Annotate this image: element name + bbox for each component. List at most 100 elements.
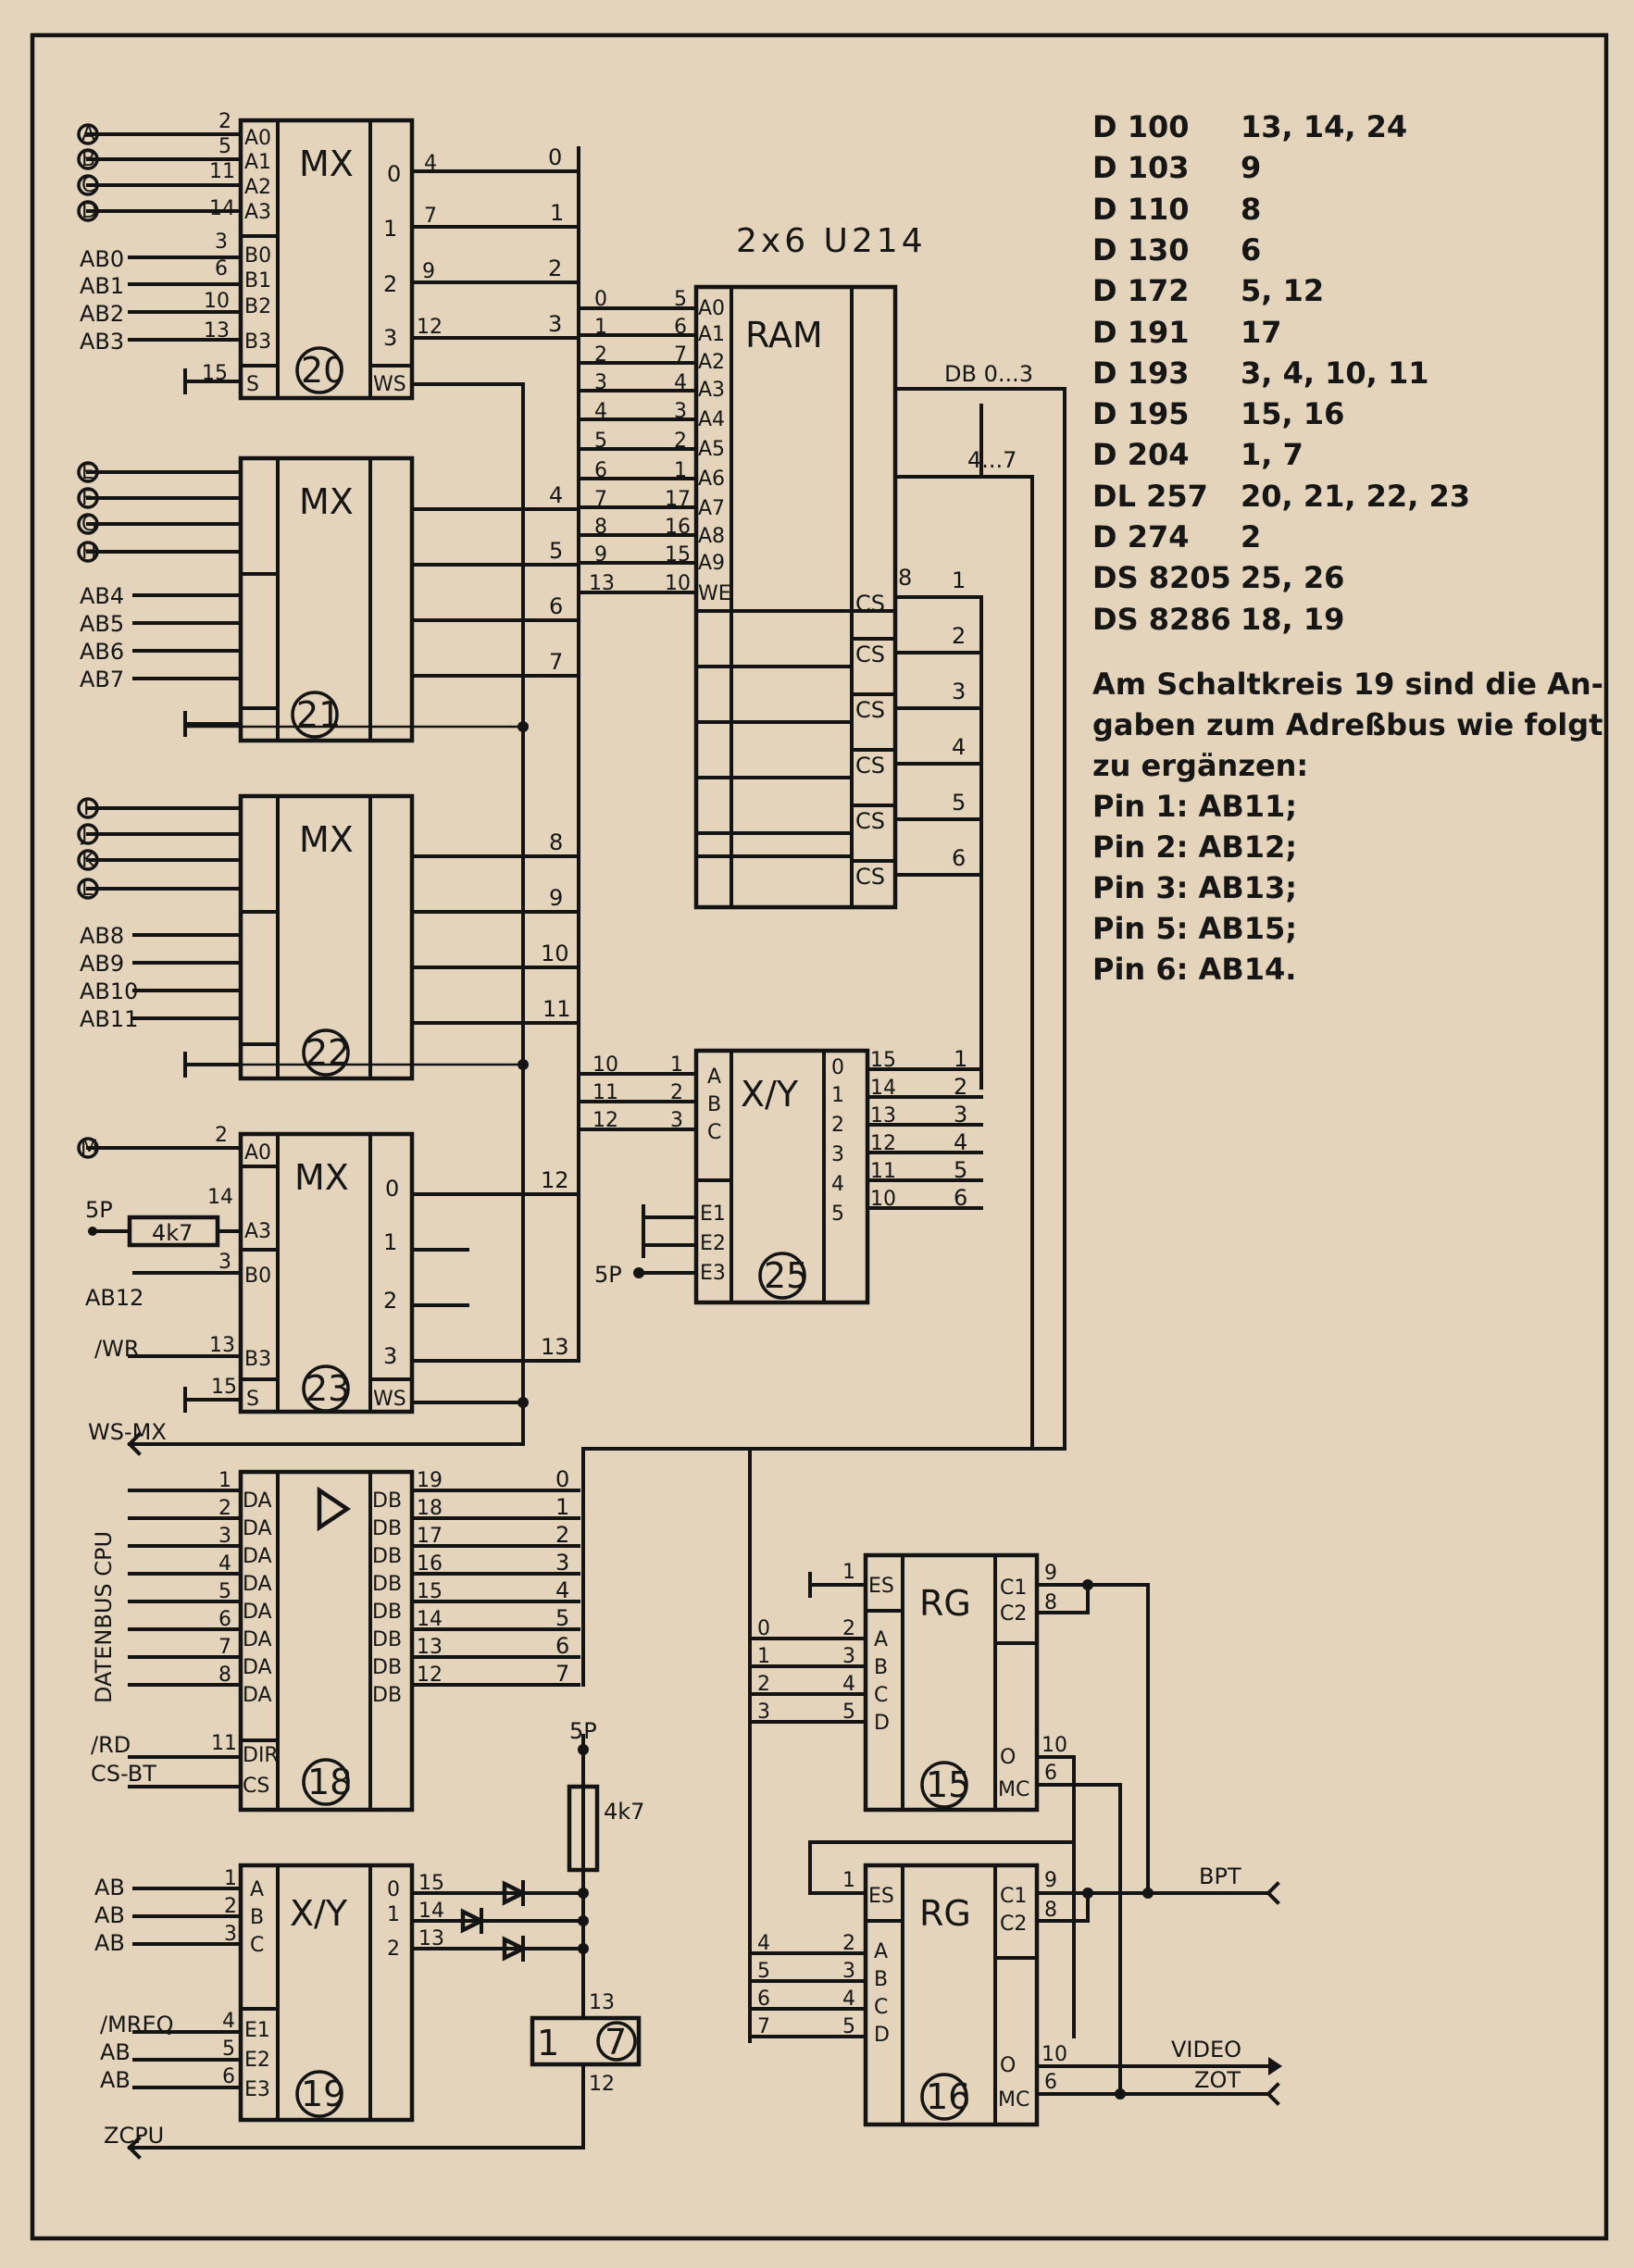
- legend-type: D 110: [1092, 192, 1190, 227]
- input-M: M: [81, 1137, 98, 1160]
- svg-text:S: S: [246, 373, 259, 396]
- output-video: VIDEO: [1171, 2037, 1241, 2062]
- svg-text:5: 5: [757, 1960, 770, 1983]
- svg-text:A0: A0: [244, 1141, 271, 1165]
- svg-text:0: 0: [548, 144, 562, 170]
- label-rd: /RD: [91, 1732, 131, 1758]
- legend-type: D 274: [1092, 519, 1190, 555]
- svg-text:4: 4: [842, 1673, 855, 1696]
- svg-text:0: 0: [387, 161, 401, 187]
- input-J: J: [80, 823, 88, 846]
- svg-text:2: 2: [674, 430, 687, 453]
- label-ab: AB: [100, 2067, 131, 2093]
- svg-text:A2: A2: [698, 351, 725, 374]
- legend-chips: 15, 16: [1241, 396, 1344, 431]
- svg-text:12: 12: [592, 1109, 618, 1132]
- databus-cpu-label: DATENBUS CPU: [91, 1531, 117, 1703]
- svg-text:1: 1: [594, 316, 607, 339]
- svg-text:1: 1: [757, 1645, 770, 1668]
- svg-text:10: 10: [592, 1053, 618, 1077]
- svg-text:3: 3: [218, 1525, 231, 1548]
- svg-text:10: 10: [665, 572, 691, 595]
- note-pin-6: Pin 6: AB14.: [1092, 952, 1296, 987]
- svg-text:0: 0: [757, 1617, 770, 1640]
- xy-label: X/Y: [741, 1074, 799, 1115]
- input-C: C: [81, 174, 95, 197]
- legend-type: D 172: [1092, 273, 1190, 308]
- svg-text:WE: WE: [698, 582, 731, 605]
- label-mreq: /MREQ: [100, 2012, 174, 2037]
- svg-text:DA: DA: [243, 1517, 272, 1540]
- svg-text:C: C: [874, 1996, 888, 2019]
- svg-text:C2: C2: [1000, 1913, 1027, 1936]
- svg-text:1: 1: [218, 1469, 231, 1492]
- input-A: A: [81, 123, 95, 146]
- svg-text:A: A: [874, 1628, 888, 1651]
- svg-text:ES: ES: [868, 1575, 894, 1598]
- svg-text:7: 7: [594, 488, 607, 511]
- svg-text:DA: DA: [243, 1656, 272, 1679]
- inverter-label: 1: [537, 2023, 559, 2063]
- svg-text:11: 11: [211, 1732, 237, 1755]
- svg-text:13: 13: [589, 1991, 615, 2014]
- svg-text:2: 2: [383, 1288, 397, 1314]
- svg-text:B: B: [874, 1656, 888, 1679]
- mx21-inputs: E F G H AB4 AB5 AB6 AB7: [77, 461, 243, 737]
- legend-type: D 103: [1092, 150, 1190, 185]
- db-low-label: DB 0...3: [944, 361, 1033, 387]
- svg-text:15: 15: [665, 543, 691, 567]
- svg-text:4: 4: [594, 400, 607, 423]
- svg-text:E1: E1: [244, 2019, 270, 2042]
- svg-text:5: 5: [549, 538, 563, 564]
- svg-text:10: 10: [204, 290, 230, 313]
- legend-chips: 2: [1241, 519, 1261, 555]
- svg-text:DB: DB: [372, 1601, 402, 1624]
- svg-text:DA: DA: [243, 1489, 272, 1513]
- svg-text:5: 5: [954, 1157, 967, 1183]
- svg-text:MC: MC: [998, 2088, 1029, 2112]
- svg-text:2: 2: [383, 271, 397, 297]
- legend-chips: 18, 19: [1241, 602, 1344, 637]
- label-5p: 5P: [594, 1262, 622, 1288]
- svg-text:5: 5: [222, 2037, 235, 2061]
- resistor-value: 4k7: [152, 1220, 193, 1246]
- svg-text:D: D: [874, 1712, 890, 1735]
- svg-text:2: 2: [387, 1938, 400, 1961]
- svg-text:2: 2: [548, 255, 562, 281]
- legend-chips: 20, 21, 22, 23: [1241, 479, 1470, 514]
- svg-text:B0: B0: [244, 244, 271, 268]
- svg-text:12: 12: [541, 1167, 569, 1193]
- page-frame: [30, 32, 1609, 2241]
- svg-text:3: 3: [215, 231, 228, 254]
- mx-label: MX: [299, 819, 354, 860]
- chip-number-23: 23: [306, 1368, 350, 1409]
- addr-AB2: AB2: [80, 301, 124, 327]
- svg-text:DB: DB: [372, 1656, 402, 1679]
- svg-text:9: 9: [1044, 1562, 1057, 1585]
- legend-chips: 5, 12: [1241, 273, 1324, 308]
- svg-text:9: 9: [549, 885, 563, 911]
- svg-text:DA: DA: [243, 1628, 272, 1651]
- svg-text:MC: MC: [998, 1778, 1029, 1801]
- svg-text:7: 7: [757, 2015, 770, 2038]
- svg-text:B: B: [707, 1093, 721, 1116]
- legend-chips: 9: [1241, 150, 1261, 185]
- svg-text:6: 6: [218, 1608, 231, 1631]
- svg-text:4: 4: [952, 734, 966, 760]
- input-L: L: [81, 878, 94, 901]
- ram-label: RAM: [745, 315, 823, 355]
- svg-text:6: 6: [952, 845, 966, 871]
- svg-text:4: 4: [218, 1552, 231, 1576]
- svg-text:6: 6: [1044, 1762, 1057, 1785]
- svg-text:17: 17: [417, 1525, 443, 1548]
- svg-text:14: 14: [870, 1077, 896, 1100]
- svg-text:DB: DB: [372, 1573, 402, 1596]
- svg-text:CS: CS: [855, 808, 885, 834]
- svg-text:A6: A6: [698, 467, 725, 491]
- note-line-2: gaben zum Adreßbus wie folgt: [1092, 707, 1603, 742]
- svg-text:13: 13: [589, 572, 615, 595]
- input-H: H: [81, 541, 97, 564]
- chip-number-22: 22: [306, 1032, 350, 1073]
